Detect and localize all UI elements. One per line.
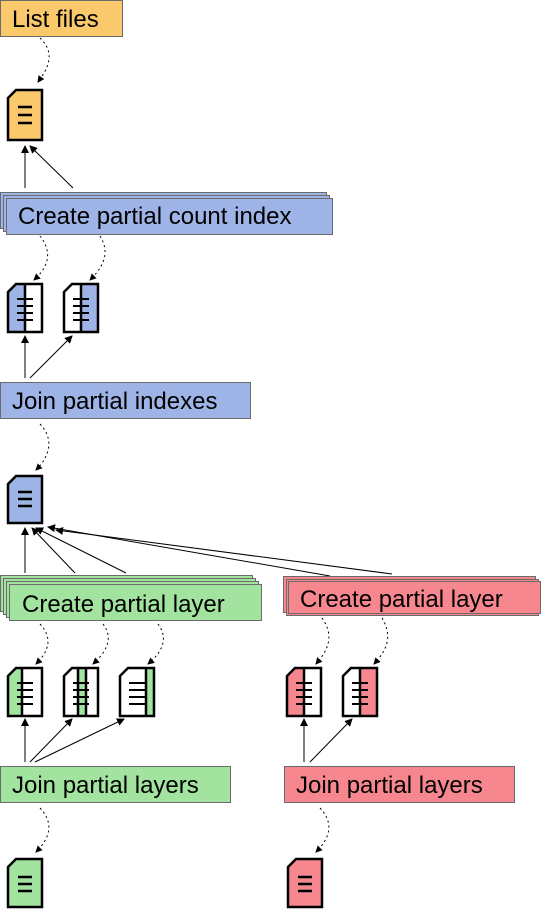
create-partial-layer-green-label: Create partial layer: [22, 591, 225, 618]
output-arrow: [35, 807, 50, 853]
join-partial-layers-red-box: Join partial layers: [284, 766, 515, 803]
list-files-rect: [0, 0, 123, 37]
partial-document-icon: [62, 282, 100, 334]
output-arrow: [89, 235, 106, 281]
partial-document-icon: [341, 666, 379, 718]
partial-document-icon: [62, 666, 100, 718]
join-partial-layers-green-box: Join partial layers: [0, 766, 231, 803]
partial-document-icon: [6, 666, 44, 718]
output-arrow: [147, 623, 164, 665]
input-arrow: [29, 145, 74, 189]
input-arrow: [35, 527, 127, 574]
create-partial-layer-red-label: Create partial layer: [300, 586, 503, 613]
output-arrow: [33, 235, 49, 281]
create-partial-count-index-label: Create partial count index: [18, 203, 292, 230]
create-partial-layer-green-box: Create partial layer: [0, 575, 262, 621]
join-partial-layers-red-label: Join partial layers: [296, 772, 483, 799]
partial-document-icon: [6, 282, 44, 334]
document-icon: [6, 88, 44, 142]
partial-document-icon: [118, 666, 156, 718]
input-arrow: [55, 526, 393, 575]
join-partial-indexes-box: Join partial indexes: [0, 382, 251, 419]
list-files-label: List files: [12, 6, 99, 33]
output-arrow: [35, 423, 50, 471]
input-arrow: [29, 335, 73, 379]
input-arrow: [29, 718, 73, 763]
output-arrow: [92, 623, 109, 665]
input-arrow: [309, 718, 353, 763]
output-arrow: [315, 617, 330, 665]
input-arrow: [34, 718, 125, 763]
output-arrow: [37, 37, 50, 83]
join-partial-indexes-label: Join partial indexes: [12, 388, 217, 415]
partial-document-icon: [285, 666, 323, 718]
document-icon: [286, 857, 324, 909]
output-arrow: [373, 617, 389, 665]
document-icon: [6, 474, 44, 525]
list-files-box: List files: [0, 0, 123, 37]
document-icon: [6, 857, 44, 909]
output-arrow: [35, 623, 49, 665]
create-partial-count-index-box: Create partial count index: [0, 192, 333, 235]
output-arrow: [315, 807, 330, 853]
join-partial-layers-green-label: Join partial layers: [12, 772, 199, 799]
input-arrow: [31, 527, 76, 574]
create-partial-layer-red-box: Create partial layer: [283, 576, 541, 616]
